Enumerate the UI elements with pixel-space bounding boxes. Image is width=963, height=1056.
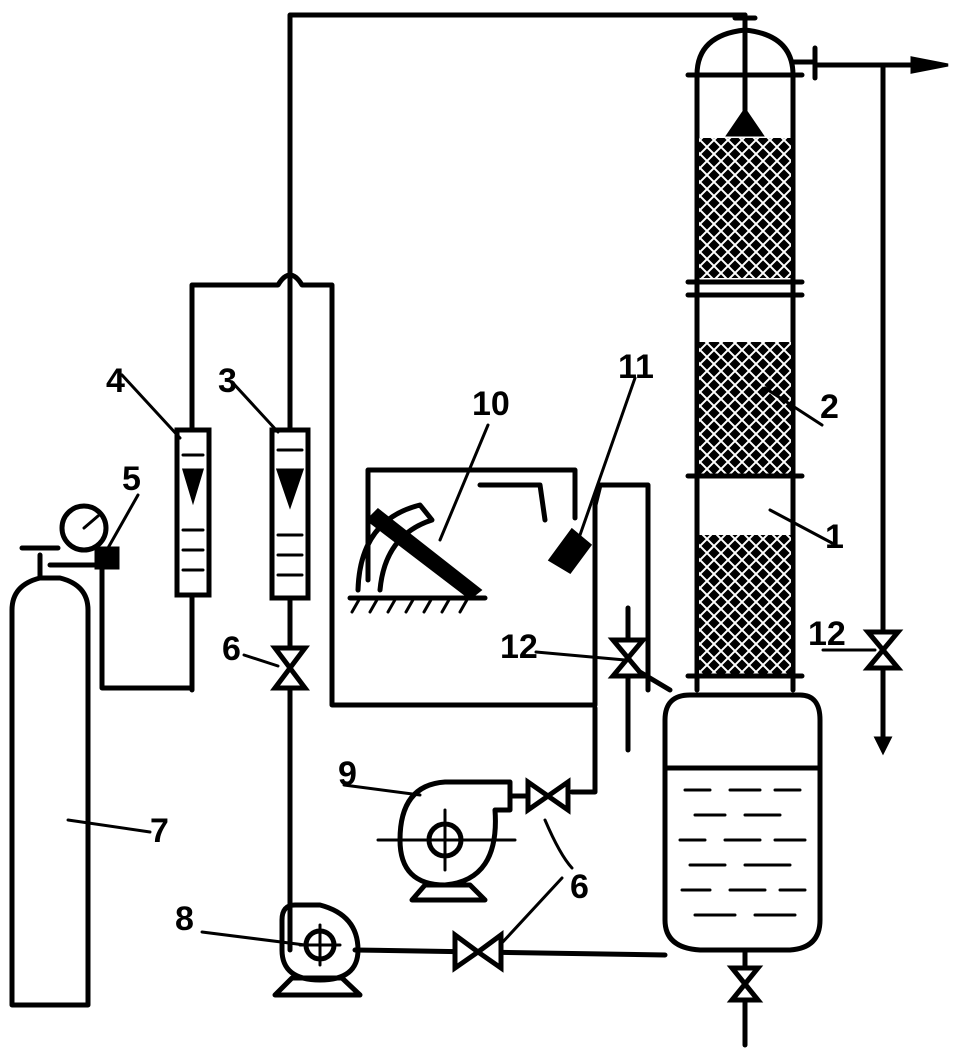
packed-column [685, 12, 818, 693]
return-line [607, 605, 673, 753]
label-3: 3 [218, 362, 237, 400]
gas-cylinder [9, 545, 103, 1008]
valve-6-left [270, 645, 310, 691]
label-5: 5 [122, 460, 141, 498]
valve-12-right [862, 629, 904, 756]
rotameter-4 [174, 427, 212, 598]
inclined-manometer [347, 502, 488, 614]
vent-line [812, 56, 949, 743]
packing-section-middle [699, 342, 791, 474]
label-7: 7 [150, 812, 169, 850]
label-12-left: 12 [500, 628, 538, 666]
valve-6-bottom [452, 930, 504, 973]
labels: 1 2 3 4 5 6 6 7 8 9 10 11 12 12 [106, 348, 846, 938]
label-12-right: 12 [808, 615, 846, 653]
label-4: 4 [106, 362, 125, 400]
label-8: 8 [175, 900, 194, 938]
label-1: 1 [825, 518, 844, 556]
label-6-bottom: 6 [570, 868, 589, 906]
label-6-left: 6 [222, 630, 241, 668]
liquid-tank [662, 692, 823, 1048]
pipe-network [99, 12, 748, 958]
valve-6-pump [525, 777, 571, 815]
damper-device [547, 527, 593, 574]
pump-9 [376, 779, 531, 903]
rotameter-3 [269, 427, 311, 601]
leader-lines [66, 373, 877, 947]
label-11: 11 [618, 348, 654, 386]
packing-section-top [699, 138, 791, 278]
pressure-gauge [59, 503, 120, 570]
label-2: 2 [820, 388, 839, 426]
label-9: 9 [338, 755, 357, 793]
label-10: 10 [472, 385, 510, 423]
packing-section-bottom [699, 535, 791, 675]
